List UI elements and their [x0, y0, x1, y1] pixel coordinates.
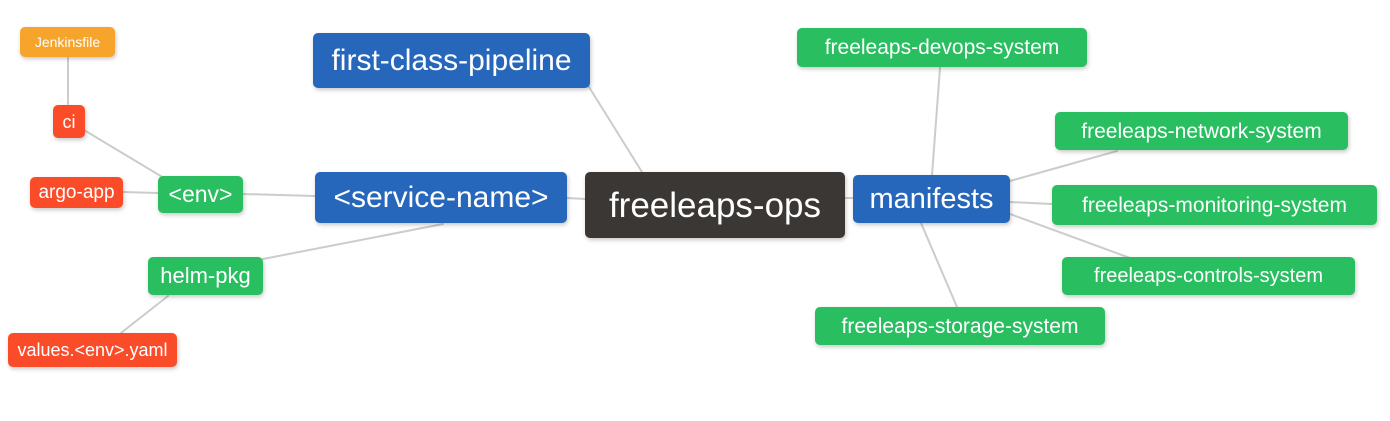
node-first-class-pipeline[interactable]: first-class-pipeline — [313, 33, 590, 88]
edge-manifests-to-freeleaps-monitoring-system — [1009, 201, 1053, 205]
edge-manifests-to-freeleaps-storage-system — [920, 222, 958, 308]
node-helm-pkg[interactable]: helm-pkg — [148, 257, 263, 295]
node-jenkinsfile[interactable]: Jenkinsfile — [20, 27, 115, 57]
node-freeleaps-network-system[interactable]: freeleaps-network-system — [1055, 112, 1348, 150]
node-manifests[interactable]: manifests — [853, 175, 1010, 223]
edge-helm-pkg-to-values-env-yaml — [120, 295, 169, 334]
node-argo-app[interactable]: argo-app — [30, 177, 123, 208]
node-ci[interactable]: ci — [53, 105, 85, 138]
edge-manifests-to-freeleaps-network-system — [1009, 150, 1118, 182]
node-freeleaps-controls-system[interactable]: freeleaps-controls-system — [1062, 257, 1355, 295]
edge-service-name-to-freeleaps-ops — [566, 197, 587, 200]
node-freeleaps-ops[interactable]: freeleaps-ops — [585, 172, 845, 238]
node-values-env-yaml[interactable]: values.<env>.yaml — [8, 333, 177, 367]
node-freeleaps-devops-system[interactable]: freeleaps-devops-system — [797, 28, 1087, 67]
edge-first-class-pipeline-to-freeleaps-ops — [588, 86, 643, 173]
node-freeleaps-storage-system[interactable]: freeleaps-storage-system — [815, 307, 1105, 345]
node-freeleaps-monitoring-system[interactable]: freeleaps-monitoring-system — [1052, 185, 1377, 225]
edge-argo-app-to-env — [122, 191, 159, 194]
node-service-name[interactable]: <service-name> — [315, 172, 567, 223]
edge-env-to-service-name — [242, 193, 316, 197]
node-env[interactable]: <env> — [158, 176, 243, 213]
edge-ci-to-env — [83, 129, 165, 179]
edge-helm-pkg-to-service-name — [262, 223, 444, 260]
edge-manifests-to-freeleaps-devops-system — [931, 67, 941, 176]
